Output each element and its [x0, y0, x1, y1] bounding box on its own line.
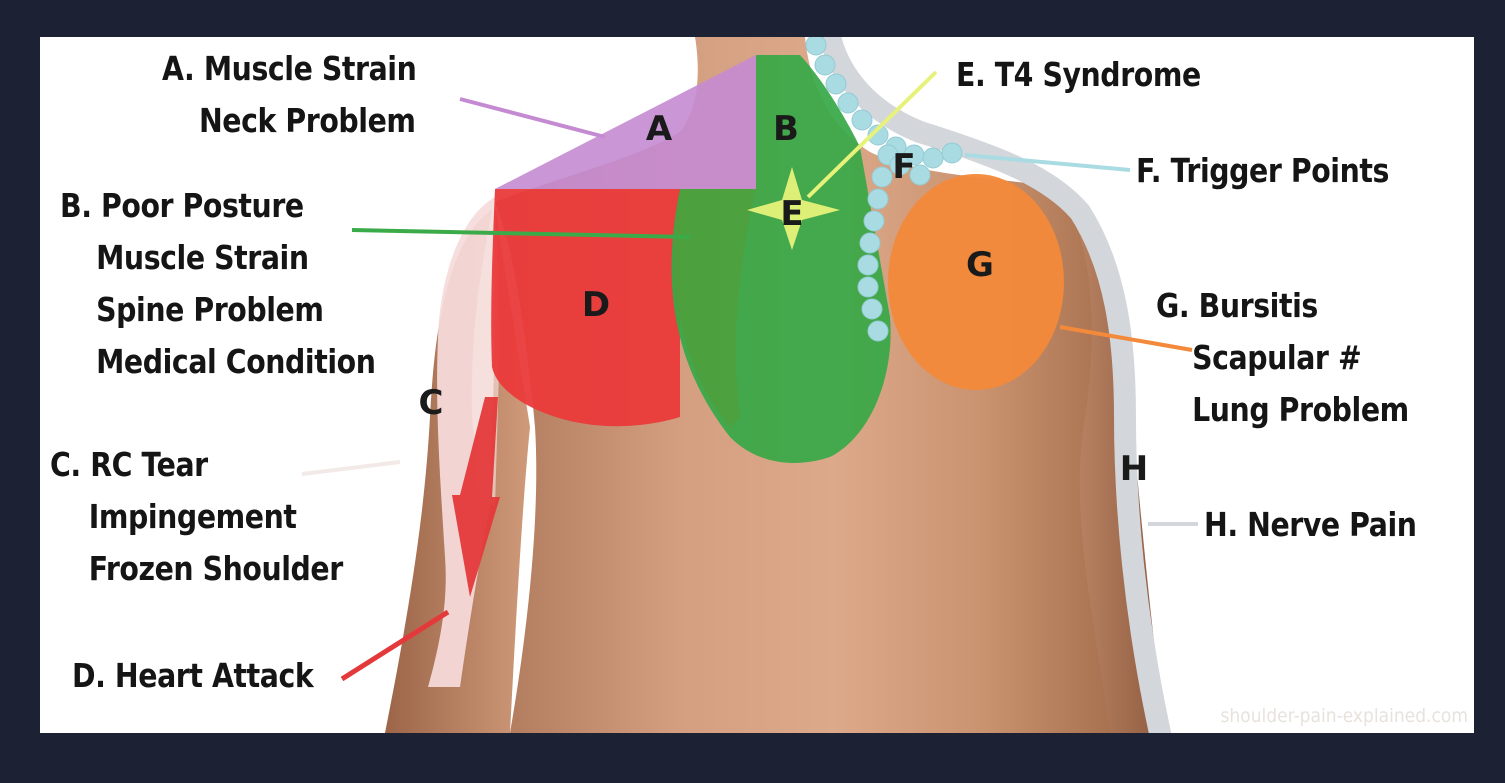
- zone-letter-d: D: [582, 285, 610, 325]
- leader-a: [460, 99, 605, 137]
- label-c-line-2: Impingement: [50, 491, 343, 543]
- label-b-line-1: B. Poor Posture: [60, 180, 375, 232]
- label-h: H. Nerve Pain: [1204, 499, 1417, 551]
- label-f-line-1: F. Trigger Points: [1136, 145, 1389, 197]
- label-g-line-2: Scapular #: [1156, 332, 1409, 384]
- label-b-line-3: Spine Problem: [60, 284, 375, 336]
- label-b-line-2: Muscle Strain: [60, 232, 375, 284]
- zone-letter-f: F: [892, 147, 915, 187]
- label-h-line-1: H. Nerve Pain: [1204, 499, 1417, 551]
- label-c-line-1: C. RC Tear: [50, 439, 343, 491]
- label-b: B. Poor Posture Muscle Strain Spine Prob…: [60, 180, 375, 388]
- zone-letter-b: B: [773, 109, 799, 149]
- label-c: C. RC Tear Impingement Frozen Shoulder: [50, 439, 343, 595]
- label-c-line-3: Frozen Shoulder: [50, 543, 343, 595]
- label-d-line-1: D. Heart Attack: [72, 650, 313, 702]
- label-g-line-1: G. Bursitis: [1156, 280, 1409, 332]
- zone-letter-c: C: [419, 383, 444, 423]
- label-e-line-1: E. T4 Syndrome: [956, 49, 1201, 101]
- zone-letter-a: A: [646, 109, 672, 149]
- label-g: G. Bursitis Scapular # Lung Problem: [1156, 280, 1409, 436]
- label-d: D. Heart Attack: [72, 650, 313, 702]
- zone-letter-h: H: [1120, 449, 1148, 489]
- zone-letter-g: G: [966, 245, 994, 285]
- label-b-line-4: Medical Condition: [60, 336, 375, 388]
- diagram-panel: A B C D E F G H A. Muscle Strain Neck Pr…: [40, 37, 1474, 733]
- zone-letter-e: E: [780, 194, 803, 234]
- label-a-line-1: A. Muscle Strain: [162, 43, 416, 95]
- watermark: shoulder-pain-explained.com: [1221, 705, 1469, 727]
- label-a: A. Muscle Strain Neck Problem: [162, 43, 416, 147]
- label-a-line-2: Neck Problem: [162, 95, 416, 147]
- label-f: F. Trigger Points: [1136, 145, 1389, 197]
- label-e: E. T4 Syndrome: [956, 49, 1201, 101]
- label-g-line-3: Lung Problem: [1156, 384, 1409, 436]
